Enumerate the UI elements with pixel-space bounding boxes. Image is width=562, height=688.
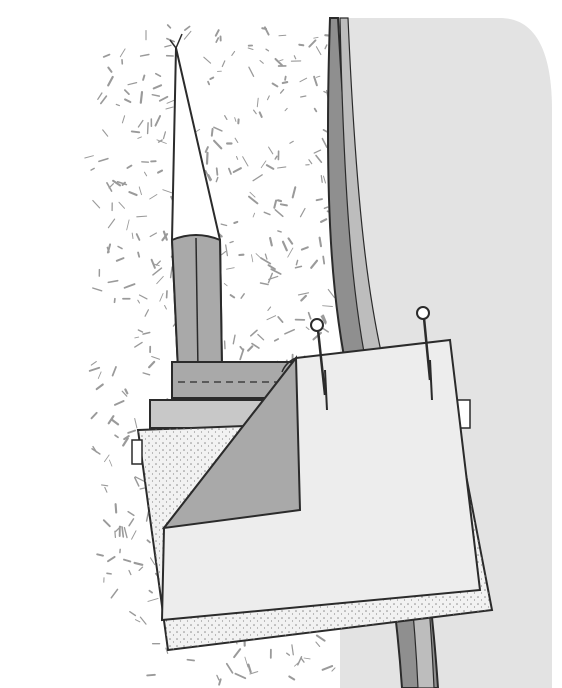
wall-speckle (141, 92, 142, 103)
wall-speckle (210, 78, 213, 79)
wall-speckle (299, 45, 303, 46)
wall-speckle (320, 238, 321, 247)
wall-speckle (138, 253, 139, 257)
wall-speckle (279, 35, 286, 36)
wall-speckle (285, 77, 286, 80)
wall-speckle (317, 199, 322, 200)
wall-speckle (137, 216, 147, 217)
wall-speckle (281, 204, 287, 205)
wall-speckle (321, 176, 322, 183)
wall-speckle (116, 504, 117, 512)
wall-speckle (283, 82, 287, 83)
wall-speckle (187, 660, 194, 661)
wall-speckle (107, 573, 111, 574)
wall-speckle (212, 129, 213, 136)
wall-speckle (143, 76, 144, 80)
wall-speckle (132, 131, 139, 132)
wall-speckle (208, 82, 209, 85)
wall-speckle (147, 675, 155, 676)
wall-speckle (115, 531, 116, 537)
wall-speckle (278, 231, 281, 232)
wall-speckle (278, 200, 281, 201)
wall-speckle (217, 168, 218, 175)
wall-speckle (234, 222, 237, 223)
wall-speckle (207, 153, 208, 164)
wall-speckle (148, 123, 149, 134)
wall-speckle (262, 28, 266, 29)
wall-speckle (323, 257, 324, 264)
